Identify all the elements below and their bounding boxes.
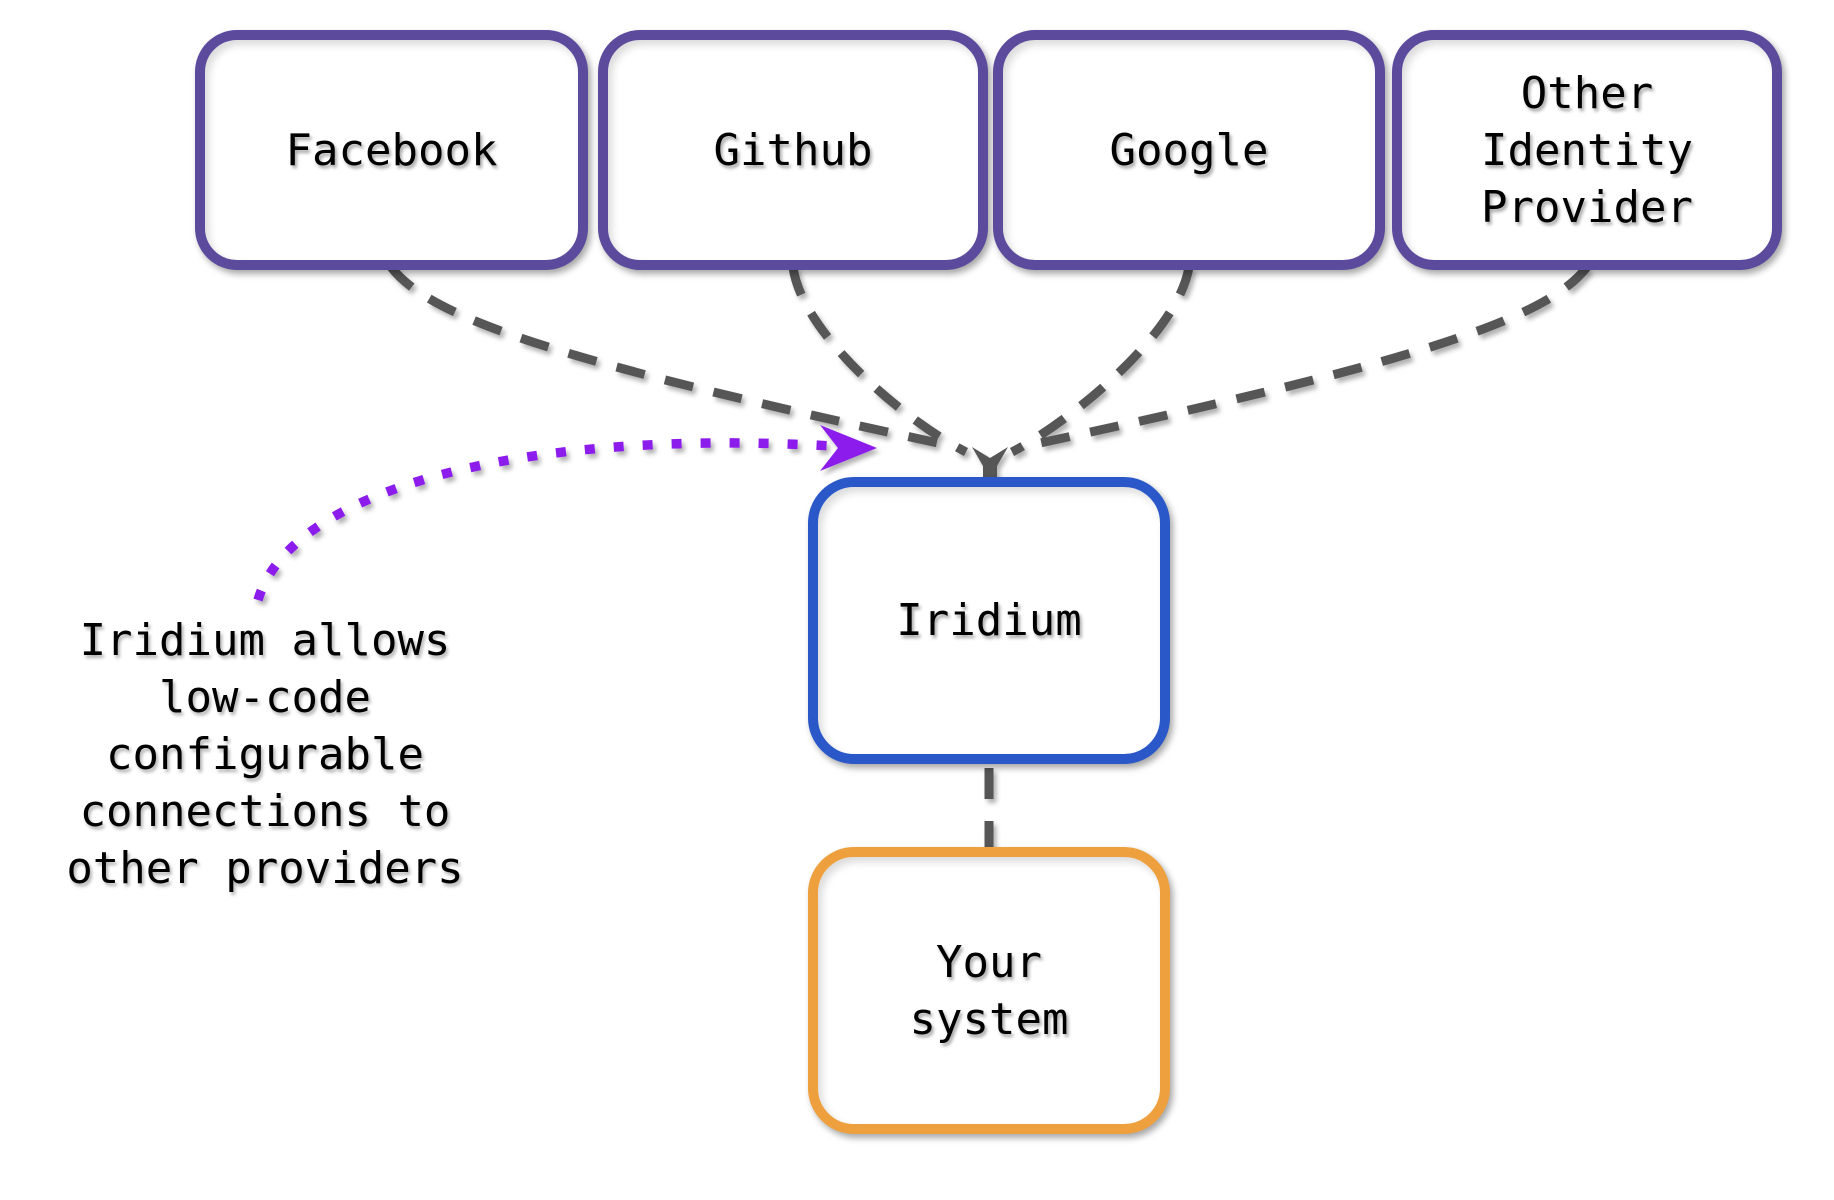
annotation-dotted-curve [253,438,833,602]
edge-github-to-iridium [788,266,969,457]
provider-node-facebook: Facebook [195,30,588,270]
edge-other-to-iridium [1025,264,1591,451]
provider-node-github: Github [598,30,988,270]
node-label-iridium: Iridium [896,595,1082,646]
provider-node-other-identity: Other Identity Provider [1392,30,1782,270]
edge-google-to-iridium [1009,266,1194,456]
arrowhead-right-icon [820,425,877,471]
node-label-google: Google [1109,124,1269,176]
system-node-your-system: Your system [808,847,1170,1134]
annotation-text: Iridium allows low-code configurable con… [66,615,464,894]
node-label-github: Github [713,124,873,176]
node-label-facebook: Facebook [285,124,498,176]
node-label-other-identity: Other Identity Provider [1481,67,1693,233]
provider-node-google: Google [993,30,1385,270]
hub-node-iridium: Iridium [808,477,1170,764]
node-label-your-system: Your system [909,936,1069,1045]
edge-facebook-to-iridium [387,264,953,451]
